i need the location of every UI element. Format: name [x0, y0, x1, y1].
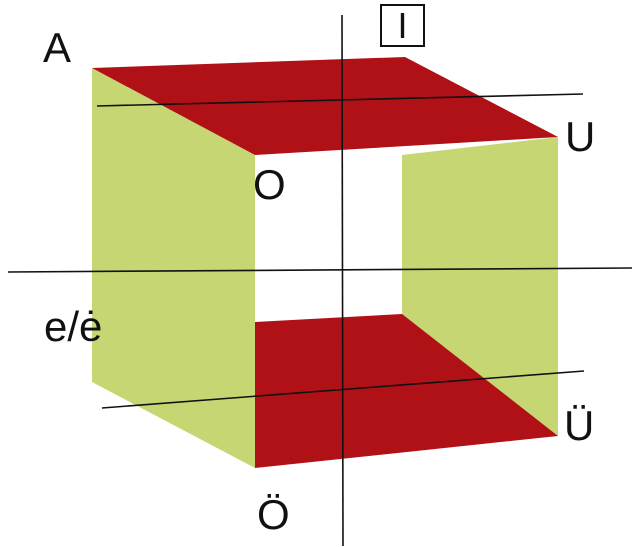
horizontal-axis-line: [7, 267, 633, 273]
right-side-face: [402, 137, 558, 436]
label-o-umlaut: Ö: [257, 491, 290, 538]
i-label-box: [380, 4, 425, 47]
upper-slanted-line: [96, 93, 584, 107]
bottom-face: [255, 314, 558, 468]
label-u: U: [565, 113, 595, 160]
vertical-axis-line: [341, 14, 344, 547]
label-u-umlaut: Ü: [564, 402, 594, 449]
label-o: O: [253, 161, 286, 208]
left-side-face: [92, 68, 255, 468]
label-e: e/ė: [44, 303, 102, 350]
lower-slanted-line: [101, 370, 585, 409]
label-a: A: [43, 24, 71, 71]
top-face: [92, 57, 558, 155]
label-i: I: [397, 5, 407, 46]
